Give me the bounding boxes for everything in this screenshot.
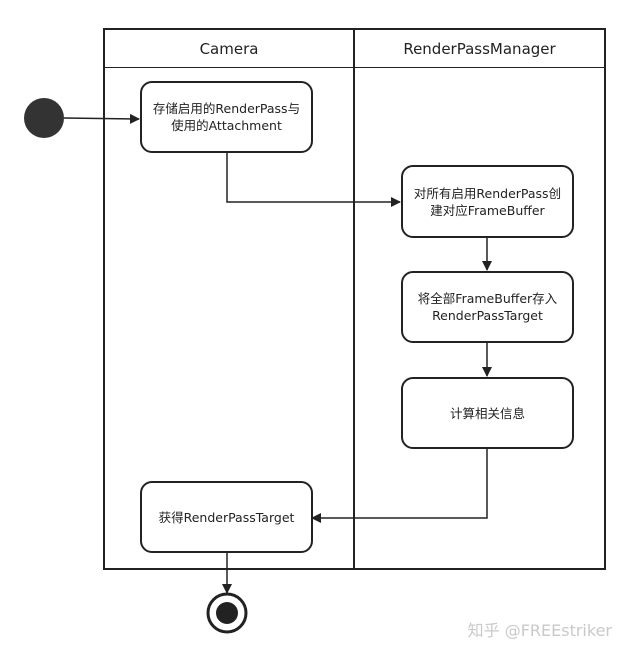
node-get-target: 获得RenderPassTarget xyxy=(140,481,313,553)
node-create-line-2: 建对应FrameBuffer xyxy=(430,202,545,218)
end-node-dot xyxy=(216,602,238,624)
node-store-renderpass: 存储启用的RenderPass与 使用的Attachment xyxy=(140,81,313,153)
lane-header-camera: Camera xyxy=(199,39,259,58)
node-create-framebuffer: 对所有启用RenderPass创 建对应FrameBuffer xyxy=(401,165,574,238)
node-create-line-1: 对所有启用RenderPass创 xyxy=(413,185,562,201)
node-get-line-1: 获得RenderPassTarget xyxy=(158,509,295,525)
header-divider xyxy=(103,67,606,68)
node-save-target: 将全部FrameBuffer存入 RenderPassTarget xyxy=(401,271,574,343)
watermark: 知乎 @FREEstriker xyxy=(467,621,612,640)
start-node xyxy=(24,98,64,138)
edge-store-to-create xyxy=(226,153,401,207)
node-save-line-2: RenderPassTarget xyxy=(432,308,543,323)
lane-divider xyxy=(353,28,355,570)
node-compute-info: 计算相关信息 xyxy=(401,377,574,449)
node-compute-line-1: 计算相关信息 xyxy=(449,405,525,421)
edge-start-to-store xyxy=(63,113,140,124)
node-store-line-1: 存储启用的RenderPass与 xyxy=(152,101,301,116)
lane-header-renderpassmanager: RenderPassManager xyxy=(403,39,556,58)
node-store-line-2: 使用的Attachment xyxy=(171,118,282,133)
edge-compute-to-get xyxy=(311,449,488,523)
node-save-line-1: 将全部FrameBuffer存入 xyxy=(417,291,558,306)
